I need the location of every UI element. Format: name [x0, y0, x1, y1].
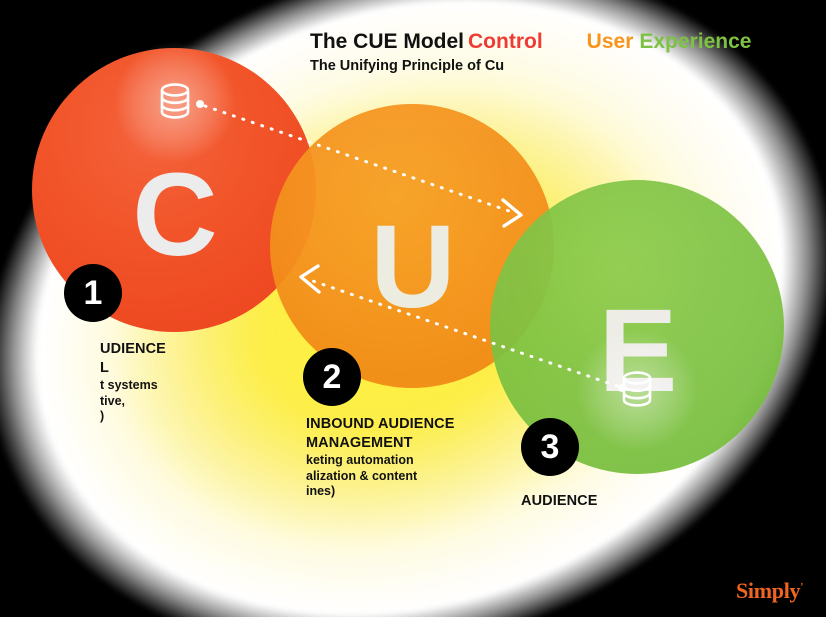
callout-title-1: UDIENCE L: [100, 341, 166, 376]
callout-text-3: AUDIENCE: [521, 492, 721, 512]
logo-text: Simply: [736, 578, 801, 603]
simply-logo: Simply’: [736, 578, 803, 604]
circle-letter-c: C: [132, 149, 217, 281]
logo-mark: ’: [800, 581, 803, 592]
callout-text-1: UDIENCE L t systems tive, ): [100, 340, 300, 425]
callout-sub-1: t systems tive, ): [100, 378, 158, 424]
callout-badge-2[interactable]: 2: [303, 348, 361, 406]
database-icon: [620, 370, 654, 408]
callout-text-2: INBOUND AUDIENCE MANAGEMENT keting autom…: [306, 415, 536, 500]
headline-title: The CUE Model: [310, 30, 465, 53]
callout-badge-3[interactable]: 3: [521, 418, 579, 476]
database-icon: [158, 82, 192, 120]
callout-badge-1[interactable]: 1: [64, 264, 122, 322]
callout-sub-2: keting automation alization & content in…: [306, 453, 418, 499]
headline-experience: Experience: [639, 30, 752, 53]
callout-title-3: AUDIENCE: [521, 493, 598, 509]
headline-subtitle: The Unifying Principle of Cu: [310, 57, 505, 74]
headline-user: User: [586, 30, 634, 53]
headline-control: Control: [468, 30, 543, 53]
callout-title-2: INBOUND AUDIENCE MANAGEMENT: [306, 416, 455, 451]
